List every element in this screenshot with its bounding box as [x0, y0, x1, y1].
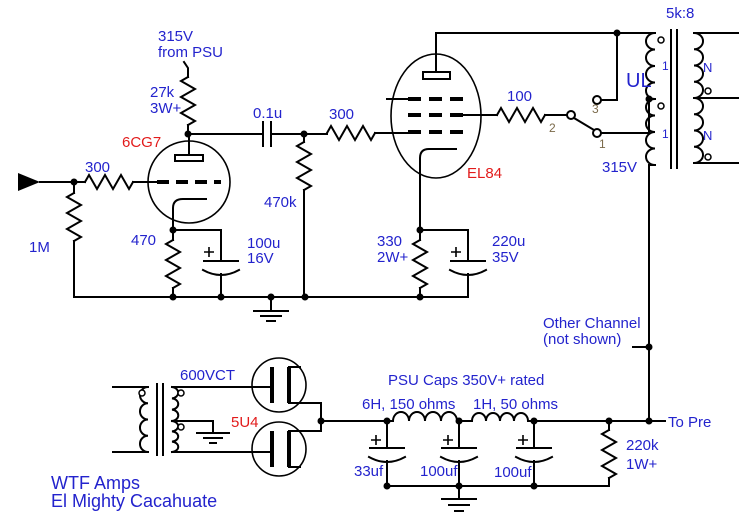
- pt-secondary-lower: [170, 419, 180, 454]
- cap-33uf: [367, 420, 407, 487]
- brand-line2: El Mighty Cacahuate: [51, 491, 217, 511]
- label-5k8: 5k:8: [666, 5, 694, 22]
- rectifier-top-envelope: [251, 357, 307, 413]
- ot-primary-upper: [645, 31, 657, 101]
- label-supply-315v: 315V: [158, 28, 193, 45]
- label-switch-1: 1: [599, 137, 606, 151]
- label-not-shown: (not shown): [543, 331, 621, 348]
- resistor-220k: [599, 428, 619, 480]
- phase-dot: [657, 102, 665, 110]
- ground-symbol-ct: [196, 420, 230, 444]
- psu-filter: [367, 411, 650, 512]
- tube-el84-cathode: [419, 148, 457, 231]
- label-psu-caps-note: PSU Caps 350V+ rated: [388, 372, 544, 389]
- phase-dot: [177, 423, 185, 431]
- rectifier-5u4: [251, 357, 394, 477]
- label-27k: 27k: [150, 84, 175, 101]
- rectifier-bottom-envelope: [251, 421, 307, 477]
- label-choke1: 6H, 150 ohms: [362, 396, 455, 413]
- switch-terminal-3: [592, 95, 602, 105]
- ot-primary-lower: [645, 97, 657, 167]
- label-1w: 1W+: [626, 456, 658, 473]
- resistor-300-input: [83, 172, 135, 192]
- resistor-100: [495, 105, 547, 125]
- label-470: 470: [131, 232, 156, 249]
- label-600vct: 600VCT: [180, 367, 235, 384]
- label-pri-turns-bottom: 1: [662, 127, 669, 141]
- tube-el84-plate: [422, 71, 451, 80]
- label-ul: UL: [626, 70, 652, 92]
- ul-switch: [566, 32, 656, 138]
- label-220k: 220k: [626, 437, 659, 454]
- switch-arm: [572, 116, 596, 132]
- label-el84: EL84: [467, 165, 502, 182]
- label-315v-bplus: 315V: [602, 159, 637, 176]
- label-other-channel: Other Channel: [543, 315, 641, 332]
- label-from-psu: from PSU: [158, 44, 223, 61]
- switch-terminal-1: [592, 128, 602, 138]
- label-choke2: 1H, 50 ohms: [473, 396, 558, 413]
- switch-pole: [566, 110, 576, 120]
- input-stage: [18, 60, 469, 322]
- label-to-pre: To Pre: [668, 414, 711, 431]
- label-5u4: 5U4: [231, 414, 259, 431]
- ot-core: [670, 29, 678, 169]
- label-sec-turns-bottom: N: [703, 128, 712, 143]
- resistor-27k: [178, 75, 198, 127]
- resistor-300-el84: [325, 123, 377, 143]
- power-transformer: [112, 383, 273, 456]
- label-35v: 35V: [492, 249, 519, 266]
- choke-1h: [470, 412, 530, 423]
- phase-dot: [704, 87, 712, 95]
- label-470k: 470k: [264, 194, 297, 211]
- brand-line1: WTF Amps: [51, 473, 140, 493]
- label-33uf: 33uf: [354, 463, 384, 480]
- label-3w: 3W+: [150, 100, 182, 117]
- label-100: 100: [507, 88, 532, 105]
- label-switch-3: 3: [592, 102, 599, 116]
- label-pri-turns-top: 1: [662, 59, 669, 73]
- cap-0.1u: [262, 121, 272, 147]
- phase-dot: [704, 153, 712, 161]
- label-1m: 1M: [29, 239, 50, 256]
- phase-dot: [177, 389, 185, 397]
- resistor-330: [410, 238, 430, 290]
- label-300-input: 300: [85, 159, 110, 176]
- label-2w: 2W+: [377, 249, 409, 266]
- resistor-1M: [64, 191, 84, 243]
- tube-6cg7-cathode: [172, 198, 207, 231]
- label-16v: 16V: [247, 250, 274, 267]
- pt-primary: [139, 385, 150, 454]
- choke-6h: [391, 411, 459, 423]
- label-0.1u: 0.1u: [253, 105, 282, 122]
- resistor-470k: [294, 140, 314, 192]
- ot-secondary-lower: [692, 96, 705, 165]
- coupling-network: [187, 121, 409, 298]
- pt-secondary-upper: [170, 385, 180, 423]
- ot-secondary-upper: [692, 31, 705, 100]
- label-220u: 220u: [492, 233, 525, 250]
- input-arrow: [18, 173, 40, 191]
- label-6cg7: 6CG7: [122, 134, 161, 151]
- pt-core: [156, 383, 164, 456]
- resistor-470: [163, 238, 183, 290]
- label-300-el84: 300: [329, 106, 354, 123]
- label-100uf-2: 100uf: [494, 464, 532, 481]
- label-switch-2: 2: [549, 121, 556, 135]
- label-330: 330: [377, 233, 402, 250]
- labels: 315V from PSU 27k 3W+ 6CG7 300 1M 470 10…: [29, 5, 712, 511]
- phase-dot: [138, 389, 146, 397]
- output-transformer: [645, 29, 739, 422]
- cap-100uf-2: [514, 420, 554, 487]
- cap-100uf-1: [439, 420, 479, 487]
- label-100u: 100u: [247, 235, 280, 252]
- output-stage: [386, 29, 656, 298]
- label-sec-turns-top: N: [703, 60, 712, 75]
- phase-dot: [657, 36, 665, 44]
- ground-symbol-psu: [441, 485, 477, 512]
- ground-symbol-upper: [253, 296, 289, 322]
- label-100uf-1: 100uf: [420, 463, 458, 480]
